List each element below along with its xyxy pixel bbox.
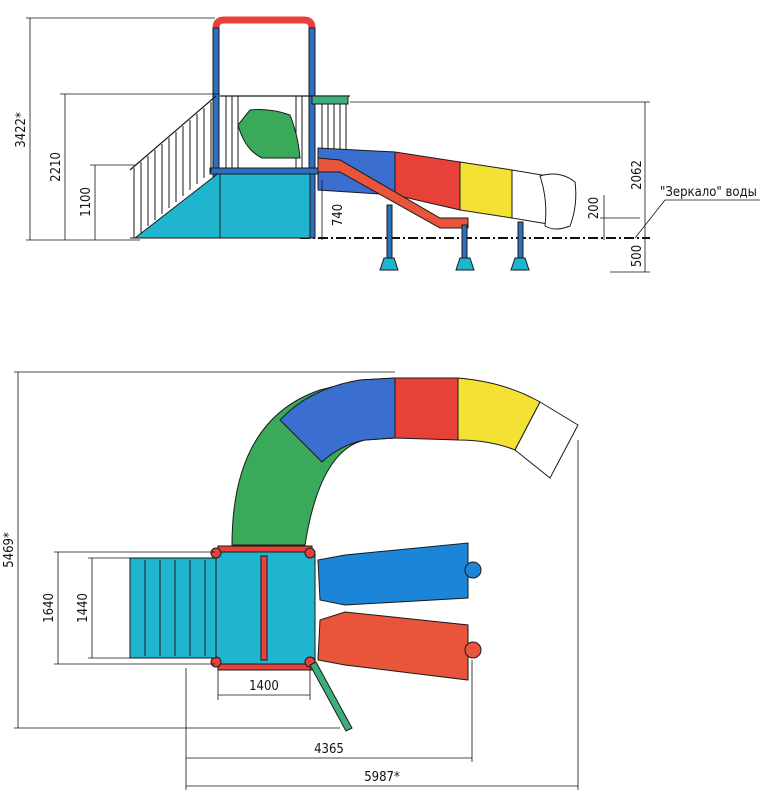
dim-platform-inner: 1440: [76, 593, 91, 623]
frame-post-right: [308, 27, 316, 239]
dim-platform-outer: 1640: [42, 593, 57, 623]
stair-steps: [144, 560, 206, 656]
dim-platform-height: 1100: [79, 187, 94, 217]
stair-handrail: [129, 95, 217, 171]
open-red-slide: [317, 157, 469, 229]
curved-tube-white: [514, 401, 579, 479]
dim-total-width: 5469*: [2, 532, 17, 568]
platform-rail-top: [217, 545, 313, 553]
top-dimensions: [14, 371, 579, 790]
corner-post: [210, 547, 222, 559]
platform-base: [219, 171, 311, 239]
dim-straight-slides: 4365: [314, 742, 344, 757]
dim-total-length: 5987*: [364, 770, 400, 785]
dim-water-depth: 500: [630, 245, 645, 267]
dim-slide-top: 2062: [630, 160, 645, 190]
staircase: [133, 170, 221, 239]
side-dimensions: [26, 17, 760, 273]
corner-post: [304, 547, 316, 559]
top-handle: [311, 95, 349, 105]
side-view: 3422* 2210 1100 740 2062 200 500 "Зеркал…: [14, 16, 760, 273]
water-mirror-label: "Зеркало" воды: [660, 185, 757, 200]
dim-exit-height: 740: [331, 204, 346, 226]
stairs-top: [129, 557, 217, 659]
curved-tube-red: [394, 377, 459, 441]
dim-total-height: 3422*: [14, 112, 29, 148]
dim-platform-length: 1400: [249, 679, 279, 694]
green-tube-entrance: [237, 109, 301, 159]
tube-yellow-section: [459, 161, 513, 219]
straight-slide-blue: [317, 542, 469, 606]
slide-supports: [379, 204, 530, 271]
slide-end-cap: [464, 641, 482, 659]
stair-balusters: [133, 102, 212, 238]
dim-over-water: 200: [587, 197, 602, 219]
top-arch: [212, 16, 316, 40]
dim-rail-height: 2210: [49, 152, 64, 182]
entry-handrail: [309, 661, 353, 732]
platform-deck: [209, 167, 319, 175]
slide-end-cap: [464, 561, 482, 579]
straight-slide-red: [317, 611, 469, 681]
platform-center-rail: [260, 555, 268, 661]
tube-exit-ring: [539, 173, 577, 230]
top-view: 5469* 1640 1440 1400 4365 5987*: [2, 371, 579, 790]
platform-rail-bottom: [217, 663, 313, 671]
